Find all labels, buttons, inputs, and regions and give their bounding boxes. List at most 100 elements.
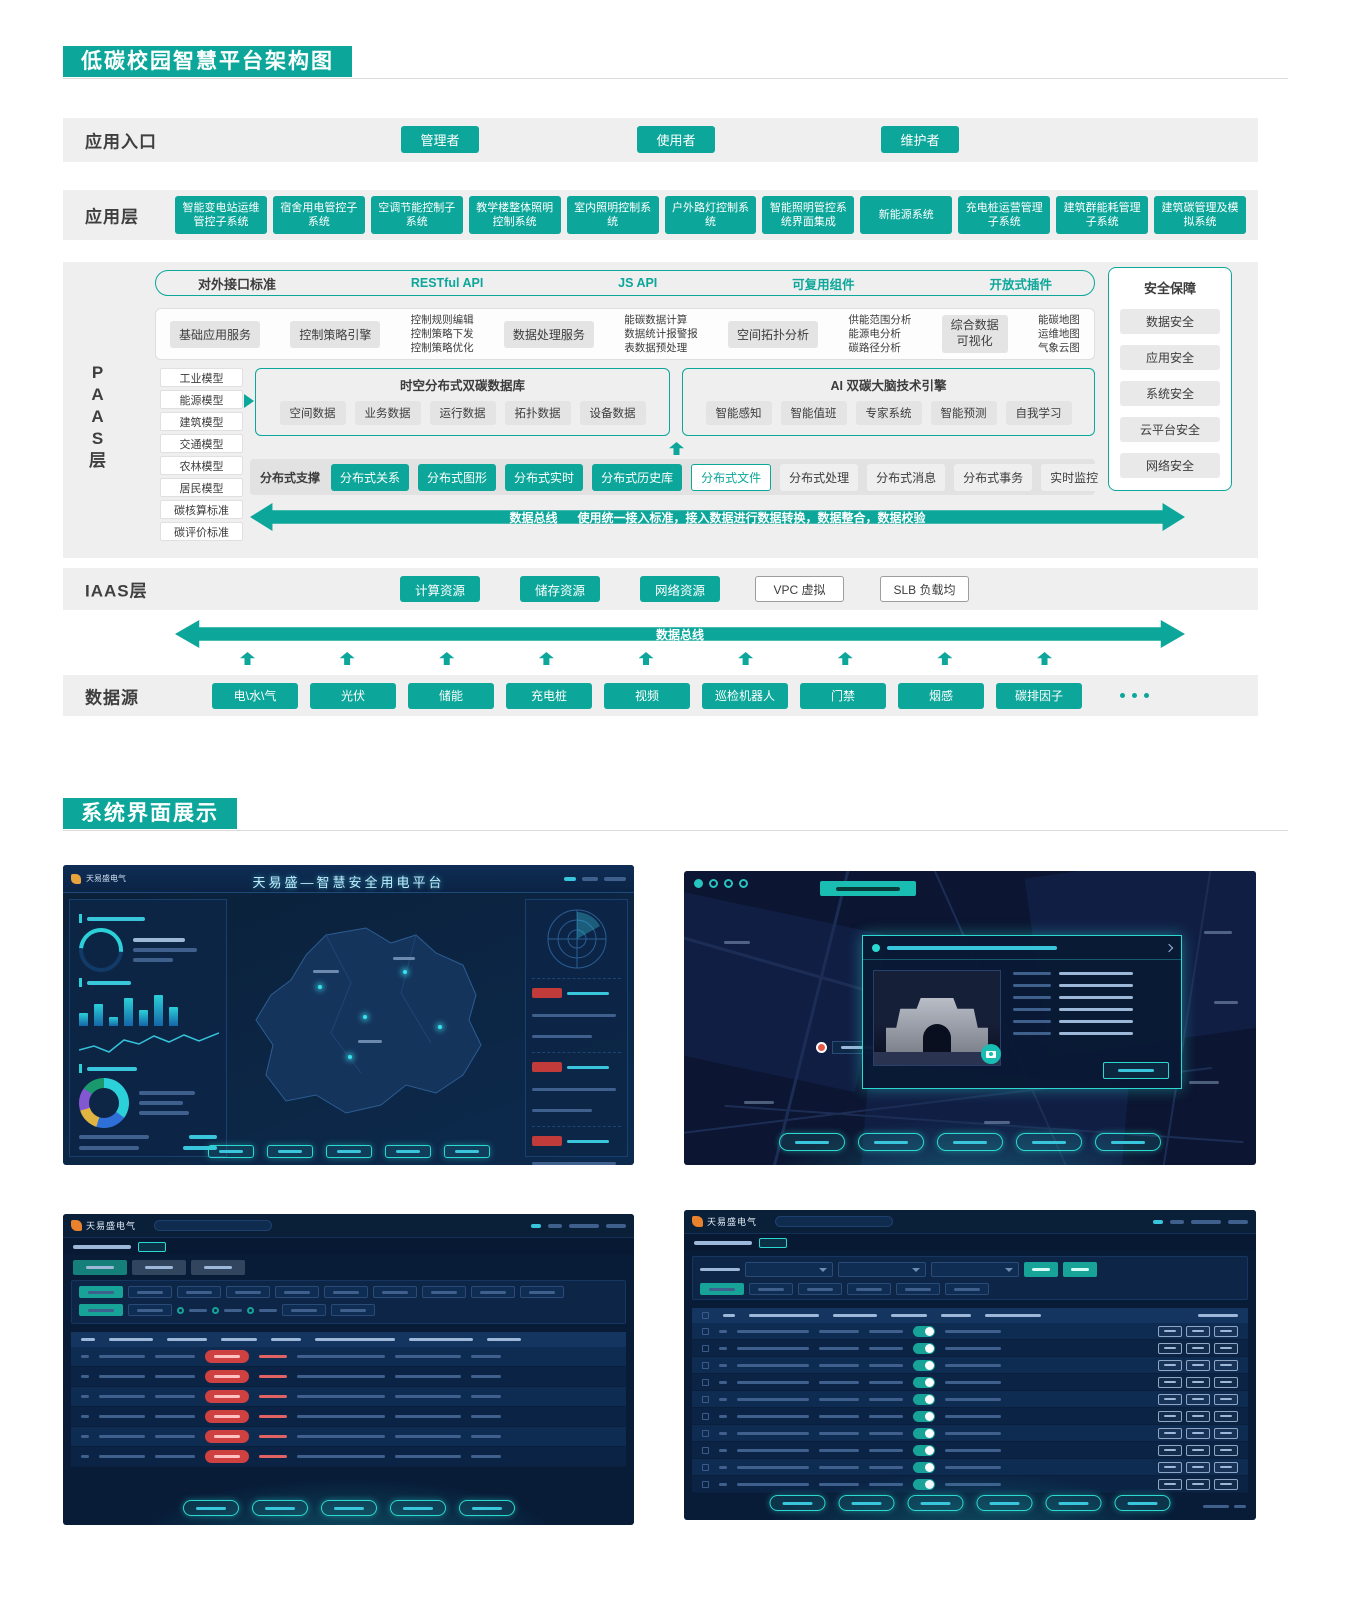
device-popup — [862, 935, 1182, 1089]
source-box: 电\水\气 — [212, 682, 298, 709]
ai-items: 智能感知智能值班专家系统智能预测自我学习 — [683, 401, 1094, 425]
button-label — [1164, 1483, 1176, 1485]
radio-icon — [212, 1306, 219, 1314]
filter-chip — [128, 1286, 172, 1298]
field-value — [1059, 996, 1133, 999]
cell-text — [155, 1435, 195, 1438]
iaas-service-box: SLB 负载均 — [880, 576, 969, 602]
data-sources-band: 数据源 电\水\气光伏储能充电桩视频巡检机器人门禁烟感碳排因子 — [63, 675, 1258, 716]
delete-mini-button — [1214, 1393, 1238, 1405]
footer-glow — [741, 1468, 1199, 1520]
action-button — [858, 1133, 924, 1151]
button-label — [1192, 1449, 1204, 1451]
button-label — [1164, 1330, 1176, 1332]
row-actions — [1158, 1359, 1238, 1371]
button-label — [1111, 1140, 1145, 1144]
table-row — [71, 1347, 626, 1367]
map-label — [984, 1121, 1010, 1124]
bus2-title: 数据总线 — [655, 627, 704, 642]
chip-label — [480, 1290, 506, 1294]
button-label — [402, 1506, 433, 1510]
button-label — [1192, 1483, 1204, 1485]
ai-title: AI 双碳大脑技术引擎 — [830, 379, 947, 393]
action-button — [1114, 1495, 1171, 1511]
cell-text — [297, 1415, 385, 1418]
tag-text — [836, 886, 900, 891]
row-actions — [1158, 1342, 1238, 1354]
filter-label — [700, 1268, 740, 1271]
cell-index — [719, 1346, 727, 1350]
app-system-label: 宿舍用电管控子系统 — [280, 201, 358, 228]
app-system-label: 空调节能控制子系统 — [378, 201, 456, 228]
api-item: JS API — [618, 276, 658, 290]
field-value — [1059, 984, 1133, 987]
button-label — [1032, 1140, 1066, 1144]
button-label — [1032, 1268, 1050, 1271]
delete-mini-button — [1214, 1478, 1238, 1490]
action-chip — [798, 1283, 842, 1295]
source-box: 碳排因子 — [996, 682, 1082, 709]
button-label — [1220, 1483, 1232, 1485]
cell-index — [81, 1435, 89, 1438]
paas-label-char: A — [91, 407, 104, 426]
button-label — [1192, 1381, 1204, 1383]
model-box: 建筑模型 — [160, 412, 243, 431]
action-chip — [945, 1283, 989, 1295]
panel-header — [79, 978, 217, 987]
app-system-box: 空调节能控制子系统 — [370, 196, 463, 234]
action-button — [976, 1495, 1033, 1511]
up-arrow-icon — [669, 442, 684, 455]
paas-label-char: P — [91, 363, 104, 382]
button-label — [333, 1506, 364, 1510]
cell-text — [819, 1431, 859, 1435]
popup-body — [863, 960, 1181, 1076]
cell-name — [737, 1397, 809, 1401]
cell-text — [869, 1397, 903, 1401]
api-standard-label: 对外接口标准 — [198, 276, 277, 292]
cell-index — [719, 1482, 727, 1486]
dist-item: 分布式消息 — [867, 463, 946, 491]
filter-chip — [422, 1286, 466, 1298]
data-bus-arrow: 数据总线 使用统一接入标准，接入数据进行数据转换，数据整合，数据校验 — [250, 503, 1185, 531]
dist-item: 分布式历史库 — [592, 463, 683, 491]
map-label — [724, 941, 750, 944]
cell-text — [819, 1482, 859, 1486]
cell-text — [869, 1363, 903, 1367]
gauge-stats — [133, 938, 197, 962]
cell-text — [155, 1355, 195, 1358]
security-item: 云平台安全 — [1120, 417, 1220, 442]
filter-chip — [471, 1286, 515, 1298]
showcase-title: 系统界面展示 — [63, 798, 237, 829]
button-label — [1164, 1466, 1176, 1468]
role-admin-box: 管理者 — [401, 126, 479, 153]
current-view-tag — [820, 881, 916, 896]
stack-line: 能碳数据计算 — [624, 313, 688, 326]
notch-icon — [79, 914, 82, 923]
alarm-text — [532, 1035, 592, 1039]
api-item: 可复用组件 — [792, 277, 855, 292]
alarm-text — [532, 1162, 616, 1165]
kv-row — [79, 1135, 217, 1139]
field-value — [1059, 1008, 1133, 1011]
security-item: 数据安全 — [1120, 309, 1220, 334]
cell-date — [945, 1448, 1001, 1452]
service-stack: 供能范围分析 能源电分析 碳路径分析 — [848, 313, 911, 356]
photo-ground — [874, 1052, 1000, 1065]
s4-logo-text: 天易盛电气 — [707, 1217, 758, 1227]
cell-date — [99, 1435, 145, 1438]
cell-date — [945, 1482, 1001, 1486]
service-box: 数据处理服务 — [503, 320, 594, 348]
breadcrumb-chip — [138, 1241, 166, 1252]
button-label — [336, 1150, 361, 1153]
s1-left-panel — [69, 899, 227, 1157]
field-value — [1059, 972, 1133, 975]
row-actions — [1158, 1478, 1238, 1490]
app-system-label: 智能变电站运维管控子系统 — [182, 201, 260, 228]
panel-title — [87, 916, 145, 921]
edit-mini-button — [1186, 1444, 1210, 1456]
chip-label — [807, 1287, 833, 1291]
app-system-box: 室内照明控制系统 — [566, 196, 659, 234]
s1-header-icons — [564, 877, 626, 881]
col-header — [109, 1338, 153, 1341]
